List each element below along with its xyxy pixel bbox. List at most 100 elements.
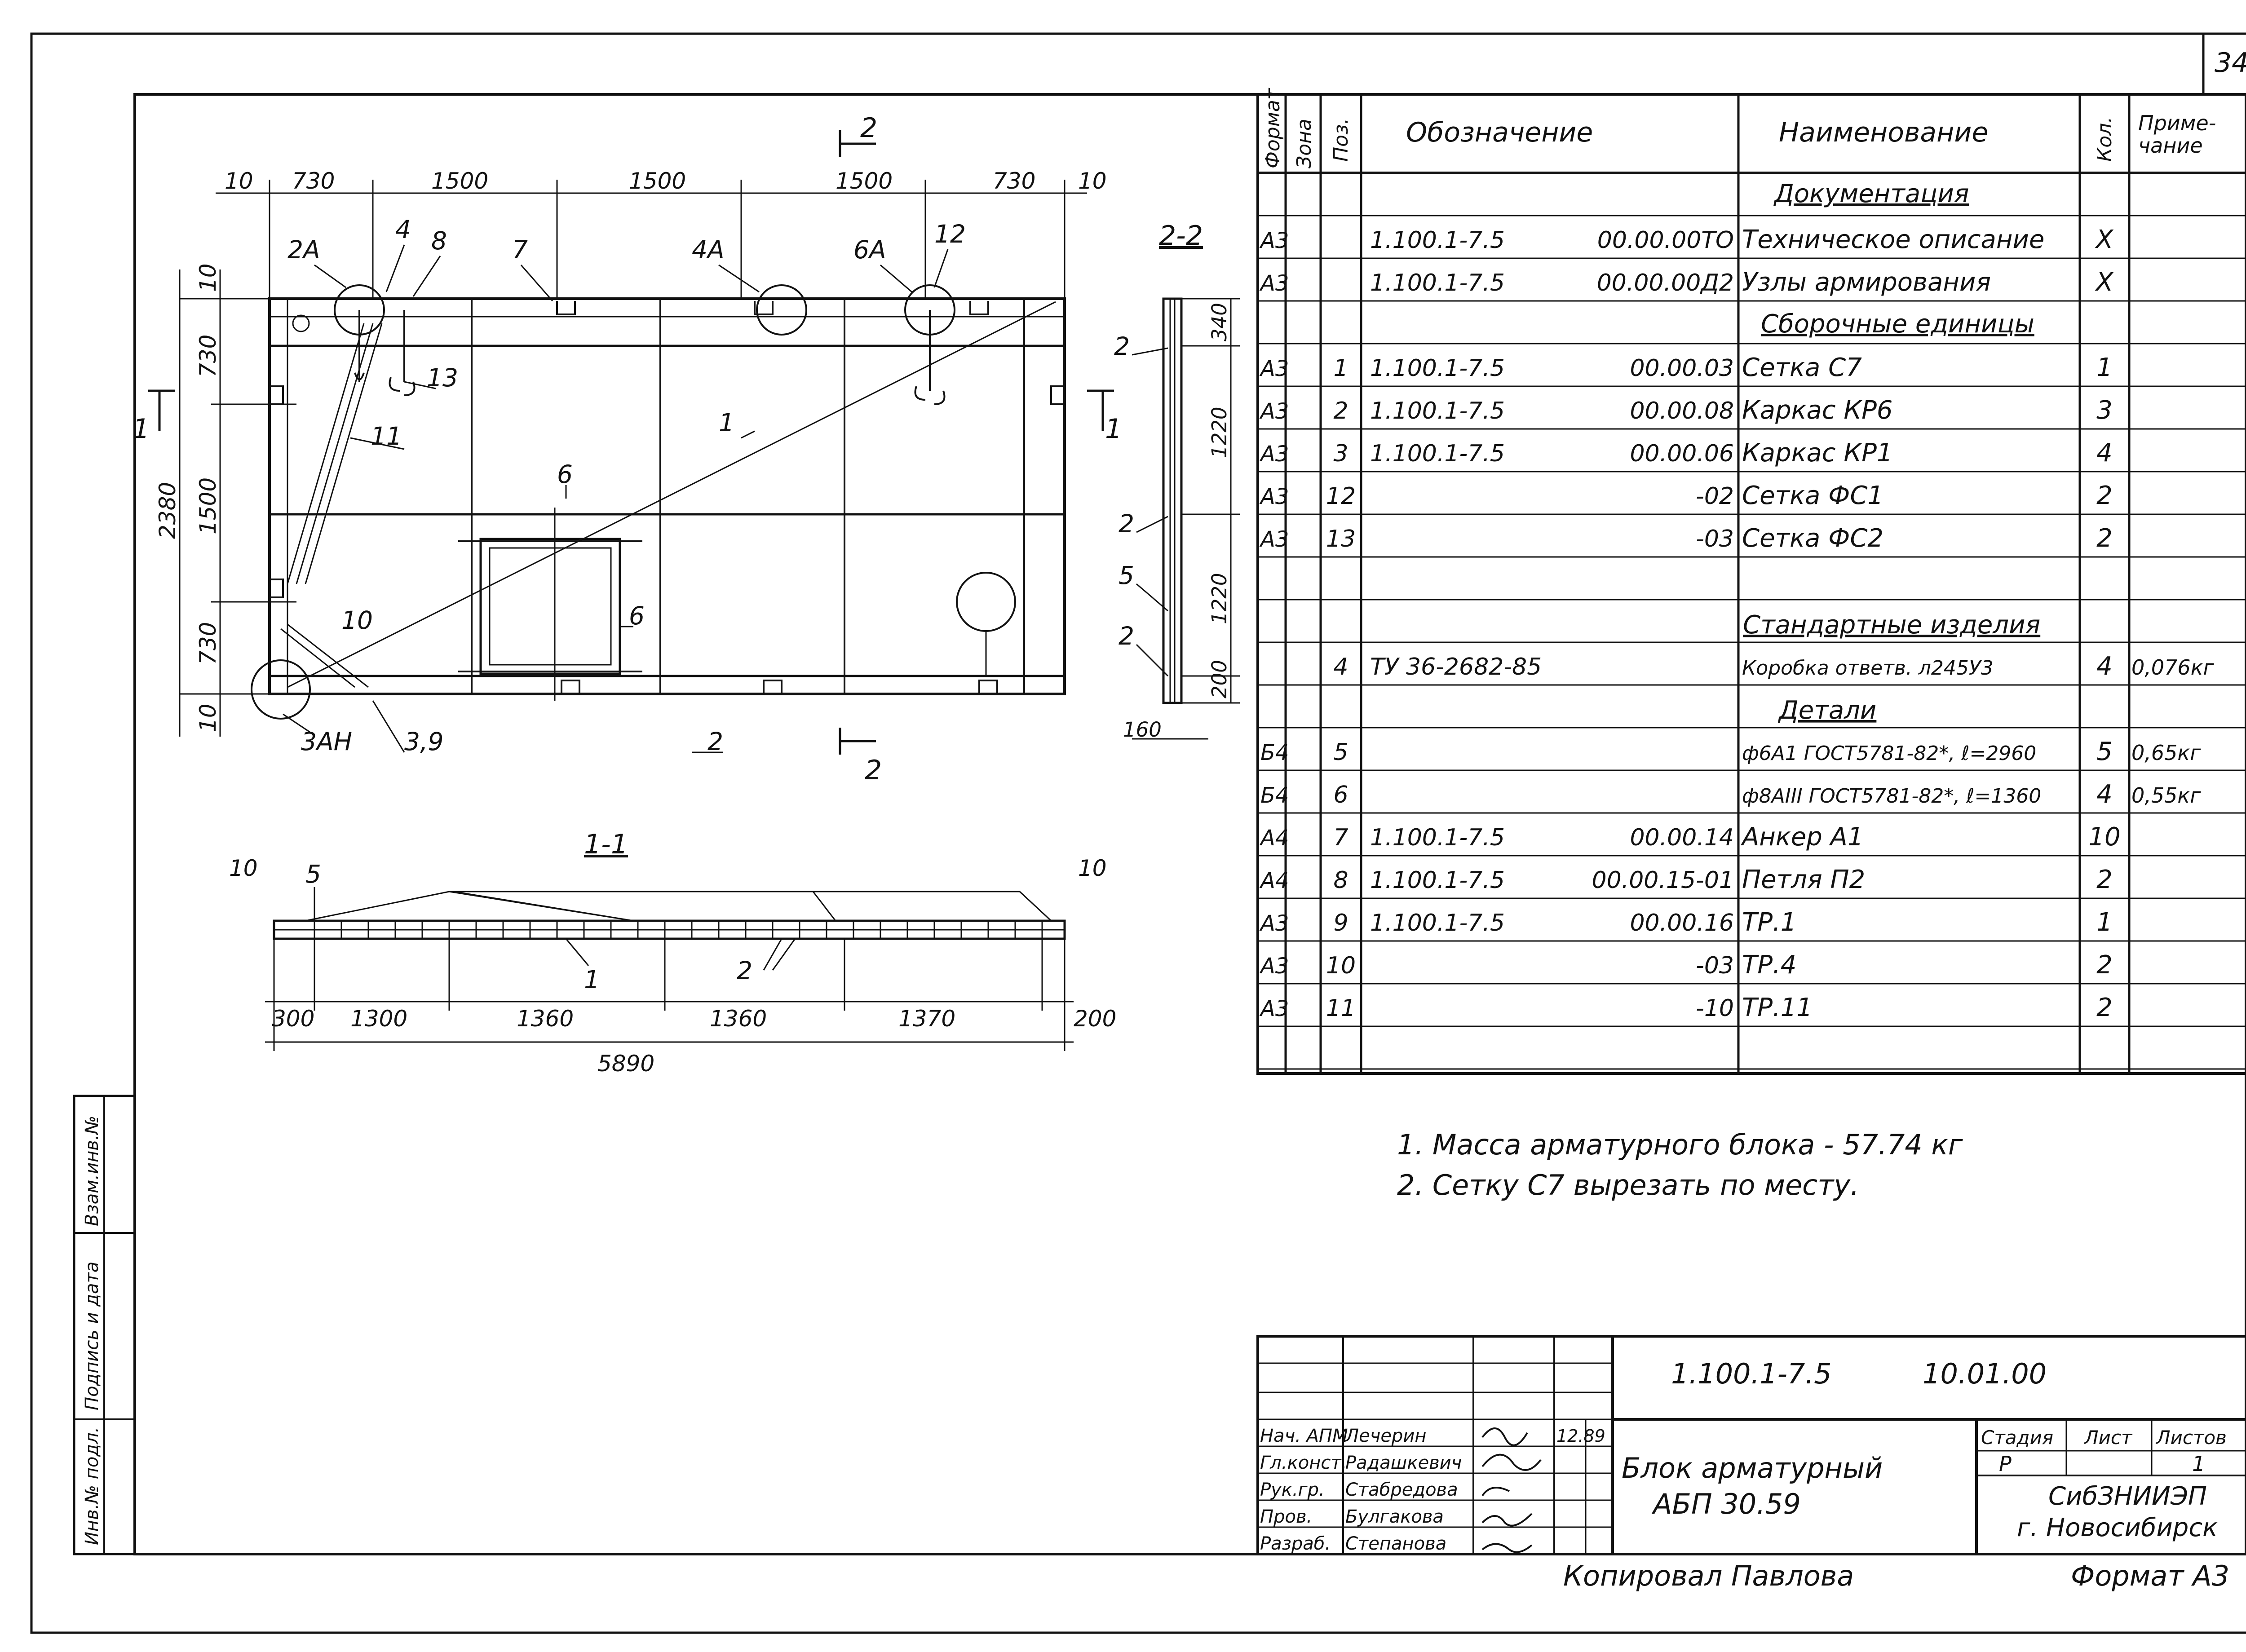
row-code: 1.100.1-7.5 [1370,824,1505,851]
row-pos: 6 [1333,782,1348,808]
row-pos: 9 [1333,910,1348,936]
row-pos: 2 [1333,398,1348,424]
label-11: 11 [371,422,402,451]
label-10: 10 [341,606,373,635]
dim-top-4: 1500 [836,168,893,194]
row-code2: 00.00.00Д2 [1597,269,1734,296]
title-line1: Блок арматурный [1622,1452,1883,1484]
row-code2: -02 [1696,483,1734,510]
label-1: 1 [719,408,734,437]
row-qty: 4 [2096,652,2113,681]
row-format: А3 [1259,271,1289,296]
row-name: Узлы армирования [1742,268,1991,297]
row-qty: X [2095,268,2114,297]
row-qty: 4 [2096,438,2113,468]
label-8: 8 [431,226,447,255]
dim-top-3: 1500 [629,168,686,194]
row-format: Б4 [1260,783,1289,808]
section-11-overall: 5890 [597,1051,654,1077]
signature-scribbles [1481,1427,1542,1553]
row-name: Каркас КР1 [1742,438,1893,468]
section-mark-left: 1 [133,413,150,445]
row-format: А3 [1259,442,1289,467]
header-pos: Поз. [1330,118,1353,162]
sheets-value: 1 [2192,1452,2205,1476]
section-11-end-0: 10 [229,855,258,881]
row-format: А3 [1259,356,1289,381]
row-name: ф8АIII ГОСТ5781-82*, ℓ=1360 [1742,785,2041,808]
side-stamp-sign: Подпись и дата [82,1262,102,1410]
row-code2: 00.00.03 [1630,355,1734,382]
dim-top-5: 730 [993,168,1035,194]
note-1: 1. Масса арматурного блока - 57.74 кг [1397,1128,1963,1161]
plan-opening [479,538,621,675]
section-2-2: 2-2 340 1220 1220 200 160 2 2 5 2 [1114,220,1240,742]
row-format: А3 [1259,399,1289,424]
row-code: 1.100.1-7.5 [1370,440,1505,467]
label-3-9: 3,9 [404,727,443,756]
org-line2: г. Новосибирск [2017,1513,2218,1542]
label-6-right: 6 [629,601,645,630]
section-22-dim-1: 1220 [1207,406,1231,458]
inner-frame [133,93,2246,1555]
row-code: 1.100.1-7.5 [1370,867,1505,894]
row-name: Сетка ФС1 [1742,481,1883,510]
row-qty: X [2095,225,2114,254]
label-2a: 2А [287,235,320,264]
header-zone: Зона [1293,119,1316,168]
row-format: А3 [1259,228,1289,253]
header-name: Наименование [1779,117,1988,148]
row-name: Петля П2 [1742,865,1865,894]
copied-by: Копировал Павлова [1563,1559,1854,1592]
label-6a: 6А [853,235,886,264]
section-11-dim-5: 200 [1074,1006,1116,1032]
section-1-1: 1-1 300 1300 1360 [229,829,1116,1077]
row-code: 1.100.1-7.5 [1370,227,1505,254]
row-code2: 00.00.16 [1630,910,1734,936]
section-11-dim-4: 1370 [898,1006,955,1032]
row-format: А4 [1259,826,1289,851]
row-name: Сетка ФС2 [1742,524,1883,553]
section-22-dim-2: 1220 [1207,573,1231,624]
row-qty: 5 [2096,737,2113,766]
header-note-line: чание [2138,133,2203,158]
row-name: ТР.1 [1742,908,1796,937]
section-mark-top: 2 [860,112,877,144]
name-1: Радашкевич [1345,1453,1462,1473]
side-stamp-inv: Инв.№ подл. [82,1427,102,1545]
row-code2: 00.00.06 [1630,440,1734,467]
row-format: А4 [1259,868,1289,893]
row-code2: 00.00.00ТО [1597,227,1734,254]
row-pos: 1 [1333,355,1348,382]
section-assembly: Сборочные единицы [1761,309,2034,339]
section-22-label-1: 2 [1119,509,1134,538]
plan-view: 2А 4 8 7 4А 6А 12 13 11 1 6 6 10 3АН 3,9… [133,112,1122,786]
section-mark-right: 1 [1105,413,1122,445]
sheet-number: 34 [2215,47,2246,79]
row-qty: 10 [2088,822,2120,852]
dim-overall-height: 2380 [155,482,181,539]
dim-left-4: 10 [195,703,221,732]
section-11-end-1: 10 [1078,855,1107,881]
section-11-label-1: 1 [584,965,600,994]
section-22-dim-0: 340 [1207,303,1231,341]
section-22-width: 160 [1123,718,1162,742]
dim-top-1: 730 [292,168,335,194]
row-name: ТР.11 [1742,993,1813,1022]
row-format: А3 [1259,484,1289,509]
row-qty: 1 [2096,353,2113,382]
row-code2: 00.00.14 [1630,824,1734,851]
spec-table: Формат Зона Поз. Обозначение Наименовани… [1256,88,2246,1075]
org-line1: СибЗНИИЭП [2048,1482,2207,1511]
dim-left-2: 1500 [195,477,221,534]
row-qty: 2 [2096,950,2113,980]
row-code: 1.100.1-7.5 [1370,398,1505,424]
sheet-label: Лист [2083,1427,2133,1449]
row-pos: 13 [1326,526,1356,552]
row-note: 0,076кг [2131,655,2214,680]
section-22-label-0: 2 [1114,332,1130,361]
row-format: А3 [1259,911,1289,936]
label-4a: 4А [692,235,725,264]
label-6-top: 6 [557,460,573,489]
label-2: 2 [707,727,723,756]
